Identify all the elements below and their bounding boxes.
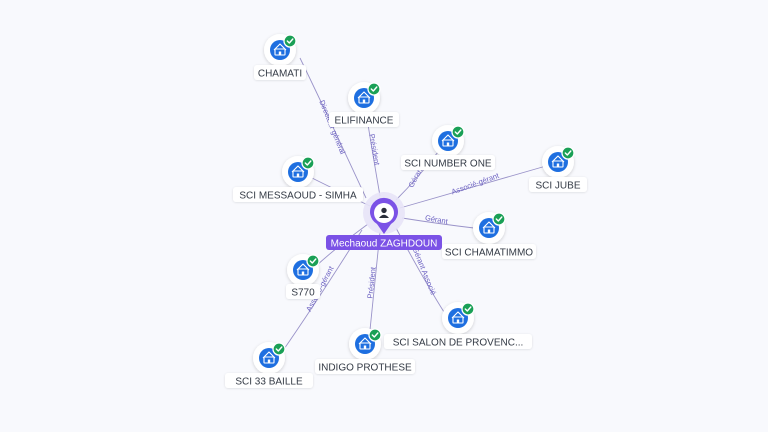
company-label[interactable]: SCI JUBE	[529, 177, 587, 192]
company-node-s770[interactable]: S770	[286, 254, 320, 299]
company-node-indigo-prothese[interactable]: INDIGO PROTHESE	[315, 328, 415, 374]
company-name: SCI JUBE	[535, 181, 580, 192]
company-name: ELIFINANCE	[335, 116, 394, 127]
edge-role-label: Gérant Associé	[411, 246, 438, 297]
verified-check-icon	[561, 146, 575, 160]
company-label[interactable]: SCI CHAMATIMMO	[442, 244, 536, 259]
company-node-sci-chamatimmo[interactable]: SCI CHAMATIMMO	[442, 212, 536, 259]
verified-check-icon	[492, 212, 506, 226]
company-node-sci-salon-de-provence[interactable]: SCI SALON DE PROVENC...	[384, 302, 532, 349]
company-label[interactable]: CHAMATI	[254, 65, 306, 80]
edge-sci-chamatimmo	[401, 217, 475, 229]
verified-check-icon	[272, 342, 286, 356]
verified-check-icon	[367, 82, 381, 96]
company-label[interactable]: SCI NUMBER ONE	[401, 155, 495, 170]
company-node-elifinance[interactable]: ELIFINANCE	[329, 82, 399, 127]
verified-check-icon	[283, 34, 297, 48]
verified-check-icon	[306, 254, 320, 268]
person-name-pill	[326, 235, 442, 250]
company-label[interactable]: INDIGO PROTHESE	[315, 359, 415, 374]
company-label[interactable]: SCI MESSAOUD - SIMHA	[233, 187, 363, 202]
company-name: S770	[291, 288, 315, 299]
company-name: SCI SALON DE PROVENC...	[393, 338, 524, 349]
edge-role-label: Associé-gérant	[450, 171, 501, 197]
company-node-chamati[interactable]: CHAMATI	[254, 34, 306, 80]
company-label[interactable]: ELIFINANCE	[329, 112, 399, 127]
company-name: SCI NUMBER ONE	[404, 159, 492, 170]
company-node-sci-messaoud-simha[interactable]: SCI MESSAOUD - SIMHA	[233, 156, 363, 202]
company-name: SCI CHAMATIMMO	[445, 248, 533, 259]
company-name: INDIGO PROTHESE	[318, 363, 412, 374]
verified-check-icon	[451, 125, 465, 139]
verified-check-icon	[301, 156, 315, 170]
person-node[interactable]: Mechaoud ZAGHDOUN	[326, 192, 442, 250]
edge-sci-jube	[399, 165, 547, 209]
edge-role-label: Directeur général	[317, 99, 347, 156]
person-name: Mechaoud ZAGHDOUN	[331, 239, 438, 250]
company-node-sci-number-one[interactable]: SCI NUMBER ONE	[401, 125, 495, 170]
edge-role-label: Président	[365, 266, 377, 299]
edge-role-label: Gérant	[424, 213, 449, 226]
company-label[interactable]: SCI SALON DE PROVENC...	[384, 334, 532, 349]
company-name: CHAMATI	[258, 69, 302, 80]
company-node-sci-33-baille[interactable]: SCI 33 BAILLE	[225, 342, 313, 388]
verified-check-icon	[461, 302, 475, 316]
company-name: SCI 33 BAILLE	[235, 377, 303, 388]
company-label[interactable]: SCI 33 BAILLE	[225, 373, 313, 388]
company-node-sci-jube[interactable]: SCI JUBE	[529, 146, 587, 192]
edge-role-label: Président	[367, 133, 382, 167]
person-icon	[379, 207, 389, 218]
company-label[interactable]: S770	[286, 284, 320, 299]
company-name: SCI MESSAOUD - SIMHA	[239, 191, 357, 202]
verified-check-icon	[368, 328, 382, 342]
